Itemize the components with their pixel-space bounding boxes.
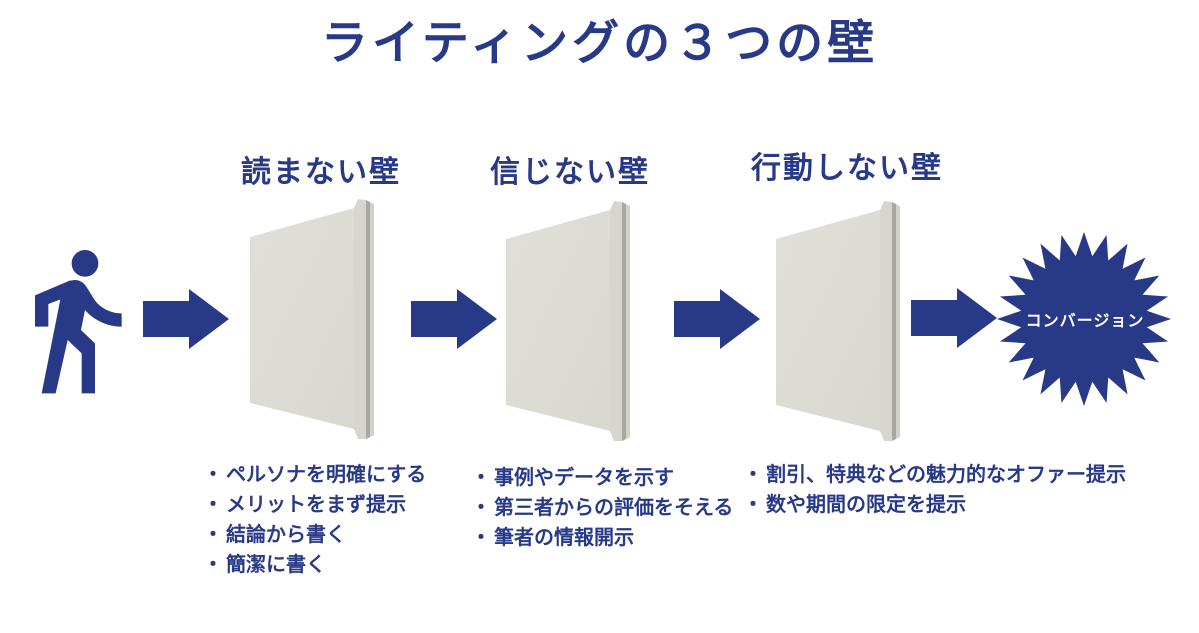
wall-illustration-2 xyxy=(506,201,630,441)
tips-list-3: ・割引、特典などの魅力的なオファー提示 ・数や期間の限定を提示 xyxy=(743,460,1126,520)
tip-item: ・簡潔に書く xyxy=(203,550,426,580)
wall-illustration-3 xyxy=(776,201,900,441)
right-arrow-icon xyxy=(411,289,497,349)
tip-item: ・メリットをまず提示 xyxy=(203,490,426,520)
bullet-glyph: ・ xyxy=(203,554,223,576)
tip-text: 第三者からの評価をそえる xyxy=(494,497,734,519)
tip-item: ・ペルソナを明確にする xyxy=(203,460,426,490)
right-arrow-icon xyxy=(143,289,229,349)
wall-illustration-1 xyxy=(250,199,374,439)
bullet-glyph: ・ xyxy=(471,497,491,519)
bullet-glyph: ・ xyxy=(203,494,223,516)
tip-text: 事例やデータを示す xyxy=(494,467,674,489)
tip-item: ・筆者の情報開示 xyxy=(471,523,733,553)
bullet-glyph: ・ xyxy=(203,464,223,486)
tip-text: 筆者の情報開示 xyxy=(494,527,634,549)
tip-item: ・数や期間の限定を提示 xyxy=(743,490,1126,520)
wall-label-1: 読まない壁 xyxy=(241,156,401,189)
walking-person-icon xyxy=(35,250,122,394)
tip-text: 割引、特典などの魅力的なオファー提示 xyxy=(766,464,1126,486)
bullet-glyph: ・ xyxy=(471,467,491,489)
tips-list-2: ・事例やデータを示す ・第三者からの評価をそえる ・筆者の情報開示 xyxy=(471,463,733,553)
tip-item: ・第三者からの評価をそえる xyxy=(471,493,733,523)
starburst-badge xyxy=(996,231,1172,407)
page-title: ライティングの３つの壁 xyxy=(320,16,879,69)
tip-item: ・事例やデータを示す xyxy=(471,463,733,493)
tip-item: ・割引、特典などの魅力的なオファー提示 xyxy=(743,460,1126,490)
wall-label-2: 信じない壁 xyxy=(490,156,650,189)
tip-text: 結論から書く xyxy=(226,524,346,546)
right-arrow-icon xyxy=(674,289,760,349)
tip-text: 簡潔に書く xyxy=(226,554,326,576)
tip-item: ・結論から書く xyxy=(203,520,426,550)
wall-label-3: 行動しない壁 xyxy=(751,152,943,185)
bullet-glyph: ・ xyxy=(471,527,491,549)
right-arrow-icon xyxy=(911,288,997,348)
bullet-glyph: ・ xyxy=(743,494,763,516)
bullet-glyph: ・ xyxy=(743,464,763,486)
conversion-label: コンバージョン xyxy=(1025,313,1145,330)
tip-text: 数や期間の限定を提示 xyxy=(766,494,966,516)
tip-text: メリットをまず提示 xyxy=(226,494,406,516)
tip-text: ペルソナを明確にする xyxy=(226,464,427,486)
bullet-glyph: ・ xyxy=(203,524,223,546)
tips-list-1: ・ペルソナを明確にする ・メリットをまず提示 ・結論から書く ・簡潔に書く xyxy=(203,460,426,580)
